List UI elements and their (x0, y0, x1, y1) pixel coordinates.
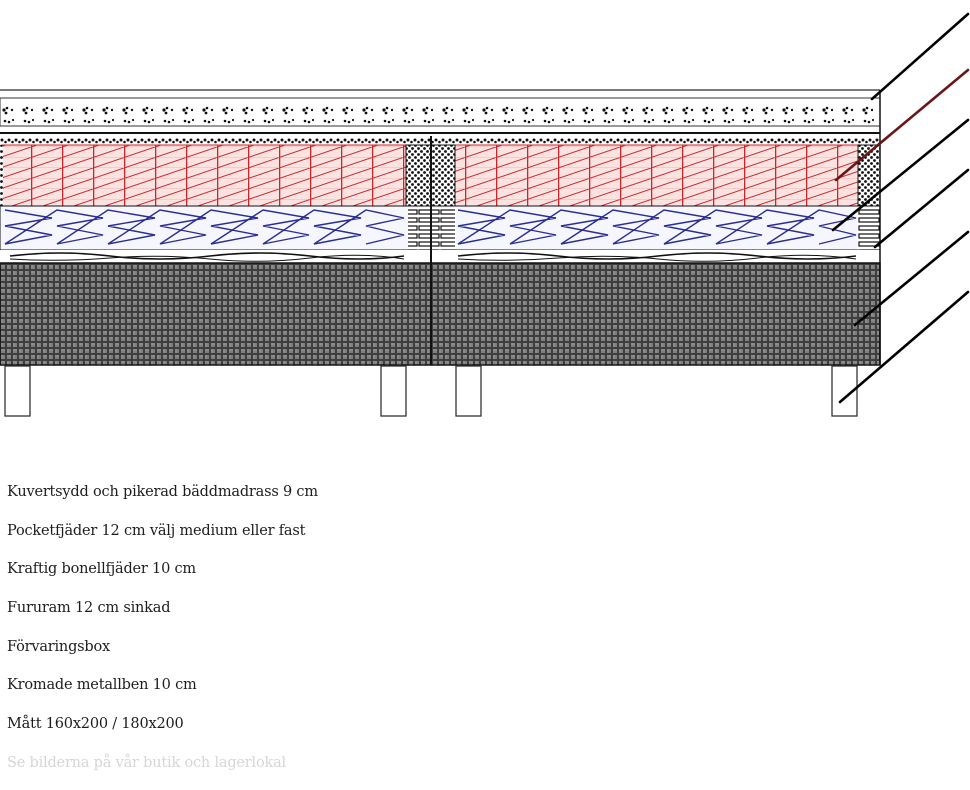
pocket-spring-layer (0, 138, 881, 207)
leader-line-frame (873, 168, 970, 249)
spec-storage-box: Förvaringsbox (7, 638, 110, 655)
spec-frame: Fururam 12 cm sinkad (7, 600, 171, 617)
leader-line-box (853, 230, 970, 327)
leader-line-pocket (834, 68, 970, 182)
leg (4, 365, 31, 417)
spec-topper: Kuvertsydd och pikerad bäddmadrass 9 cm (7, 484, 318, 500)
spec-pocket-spring: Pocketfjäder 12 cm välj medium eller fas… (7, 522, 306, 539)
spec-legs: Kromade metallben 10 cm (7, 677, 197, 694)
leader-lines (831, 12, 970, 404)
spec-bonnell-spring: Kraftig bonellfjäder 10 cm (7, 561, 196, 578)
leader-line-bonnell (831, 118, 970, 232)
spec-cut-off-line: Se bilderna på vår butik och lagerlokal (7, 754, 286, 771)
leg (455, 365, 482, 417)
bonnell-spring-layer (0, 205, 881, 254)
frame-box-layer (0, 262, 881, 366)
leg (380, 365, 407, 417)
wavy-padding-layer (0, 250, 880, 263)
bed-cross-section-diagram (0, 12, 970, 417)
topper-layer (0, 97, 881, 134)
leader-line-legs (838, 290, 970, 404)
leader-line-topper (870, 12, 970, 101)
legs (4, 365, 858, 417)
spec-list: Kuvertsydd och pikerad bäddmadrass 9 cm … (7, 480, 318, 790)
spec-dimensions: Mått 160x200 / 180x200 (7, 716, 184, 733)
